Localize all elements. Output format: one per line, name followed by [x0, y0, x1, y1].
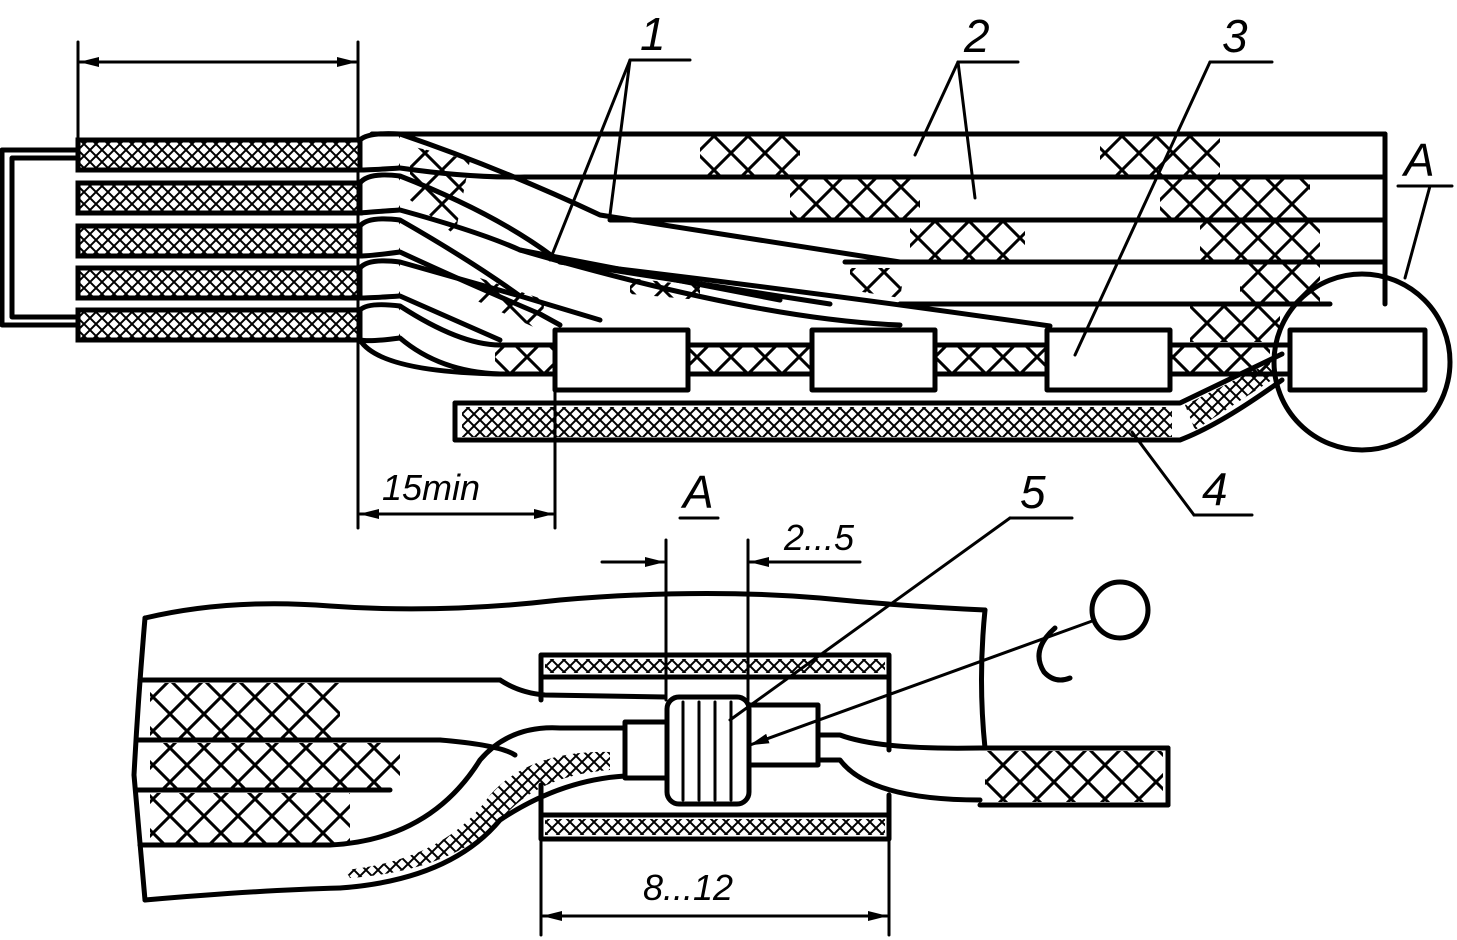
- callout-5-label: 5: [1020, 466, 1046, 518]
- winding-dimension: [600, 538, 862, 702]
- callout-4-label: 4: [1202, 463, 1228, 515]
- conductor-end: [75, 180, 363, 216]
- min-offset-label: 15min: [382, 467, 480, 508]
- conductor-end: [75, 223, 363, 259]
- splice-sleeve-3: [1044, 327, 1173, 393]
- splice-sleeve-2: [809, 327, 938, 393]
- callout-1: 1: [548, 8, 692, 262]
- sleeve-length-label: 8...12: [643, 867, 733, 908]
- splice-sleeve-4: [1287, 327, 1428, 393]
- upper-view: [0, 40, 1453, 530]
- wire-winding: [664, 694, 752, 807]
- callout-1-label: 1: [640, 8, 666, 60]
- conductor-end: [75, 307, 363, 343]
- callout-4: 4: [1130, 430, 1254, 517]
- bottom-wire: [452, 351, 1285, 443]
- callout-2: 2: [913, 10, 1020, 200]
- callout-3: 3: [1073, 10, 1274, 357]
- min-offset-dimension: [356, 168, 557, 530]
- detail-a-label-top: A: [1401, 134, 1435, 186]
- cable-bundle: [357, 131, 1388, 377]
- conductor-end: [75, 137, 363, 173]
- detail-view: [131, 538, 1171, 937]
- splice-sleeve-1: [552, 327, 691, 393]
- strip-length-dimension: [76, 40, 360, 142]
- conductor-bends: [357, 131, 409, 344]
- callout-a-top: A: [1396, 134, 1454, 280]
- detail-a-label-bottom: A: [680, 466, 714, 518]
- callout-a-bottom: A: [678, 466, 720, 520]
- callout-2-label: 2: [963, 10, 990, 62]
- jumper-wire: [0, 147, 81, 328]
- soldering-symbol: [748, 579, 1151, 747]
- callout-5: 5: [728, 466, 1074, 722]
- winding-dimension-label: 2...5: [783, 517, 855, 558]
- conductor-end: [75, 265, 363, 301]
- stripped-conductor-ends: [75, 137, 363, 343]
- sleeve-length-dimension: [539, 837, 891, 937]
- detail-a-circle: [1271, 271, 1453, 453]
- callout-3-label: 3: [1222, 10, 1248, 62]
